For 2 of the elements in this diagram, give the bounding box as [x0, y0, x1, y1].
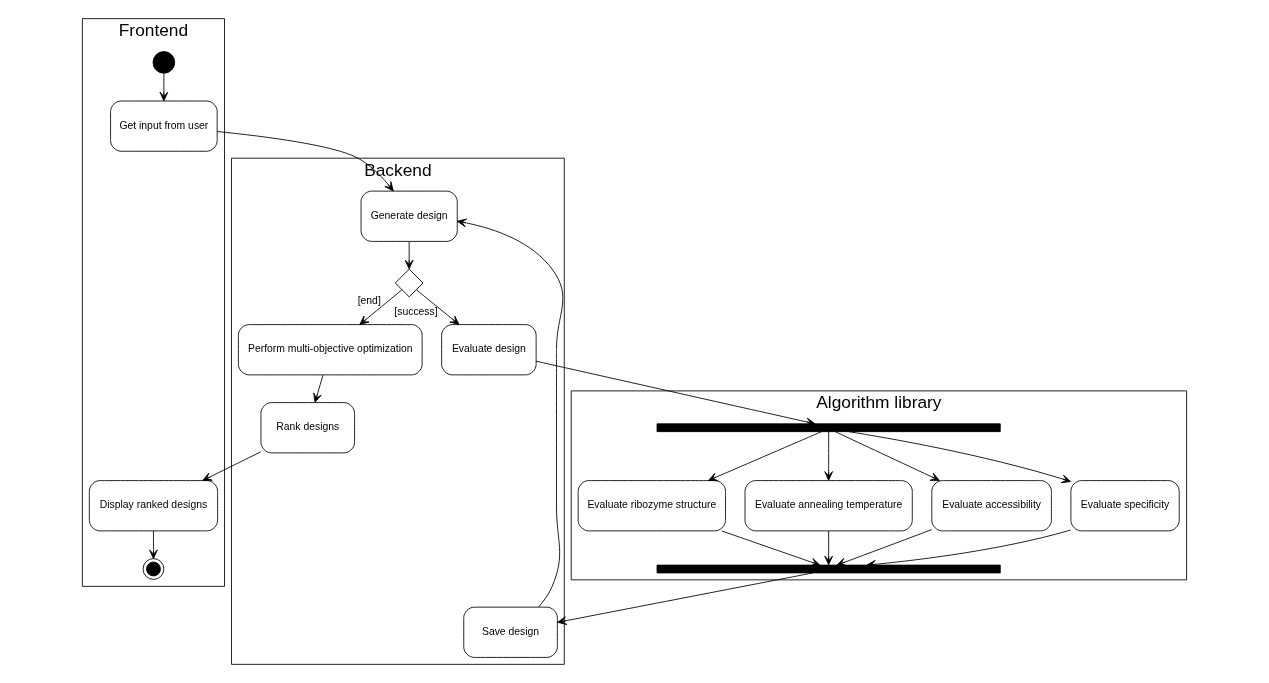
edge-label: [end]	[357, 295, 381, 307]
edge-label: [success]	[394, 306, 438, 318]
